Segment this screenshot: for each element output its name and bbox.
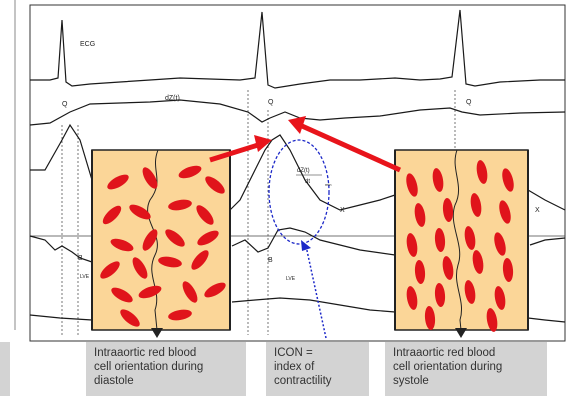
icon-formula-numerator: dZ(t) [297,168,310,174]
q-label-1: Q [62,101,68,108]
dz-label: dZ(t) [165,95,180,102]
ecg-label: ECG [80,41,95,48]
x-label-1: X [340,207,345,214]
x-label-2: X [535,207,540,214]
caption-diastole-line-1: Intraaortic red blood [94,346,238,360]
caption-icon: ICON = index of contractility [266,342,369,396]
lve-label-1: LVE [80,274,90,280]
caption-icon-line-1: ICON = [274,346,361,360]
caption-icon-line-2: index of [274,360,361,374]
caption-systole-line-3: systole [393,374,539,388]
caption-systole-line-2: cell orientation during [393,360,539,374]
caption-diastole: Intraaortic red blood cell orientation d… [86,342,246,396]
q-label-3: Q [466,99,472,106]
icon-formula-denominator: dt [305,179,310,185]
caption-diastole-line-3: diastole [94,374,238,388]
lve-label-2: LVE [286,276,296,282]
icon-formula-subscript: min [325,182,331,187]
caption-diastole-line-2: cell orientation during [94,360,238,374]
q-label-2: Q [268,99,274,106]
caption-icon-line-3: contractility [274,374,361,388]
caption-systole-line-1: Intraaortic red blood [393,346,539,360]
b-label-1: B [78,255,83,262]
b-label-2: B [268,257,273,264]
caption-systole: Intraaortic red blood cell orientation d… [385,342,547,396]
left-caption-edge [0,342,10,396]
